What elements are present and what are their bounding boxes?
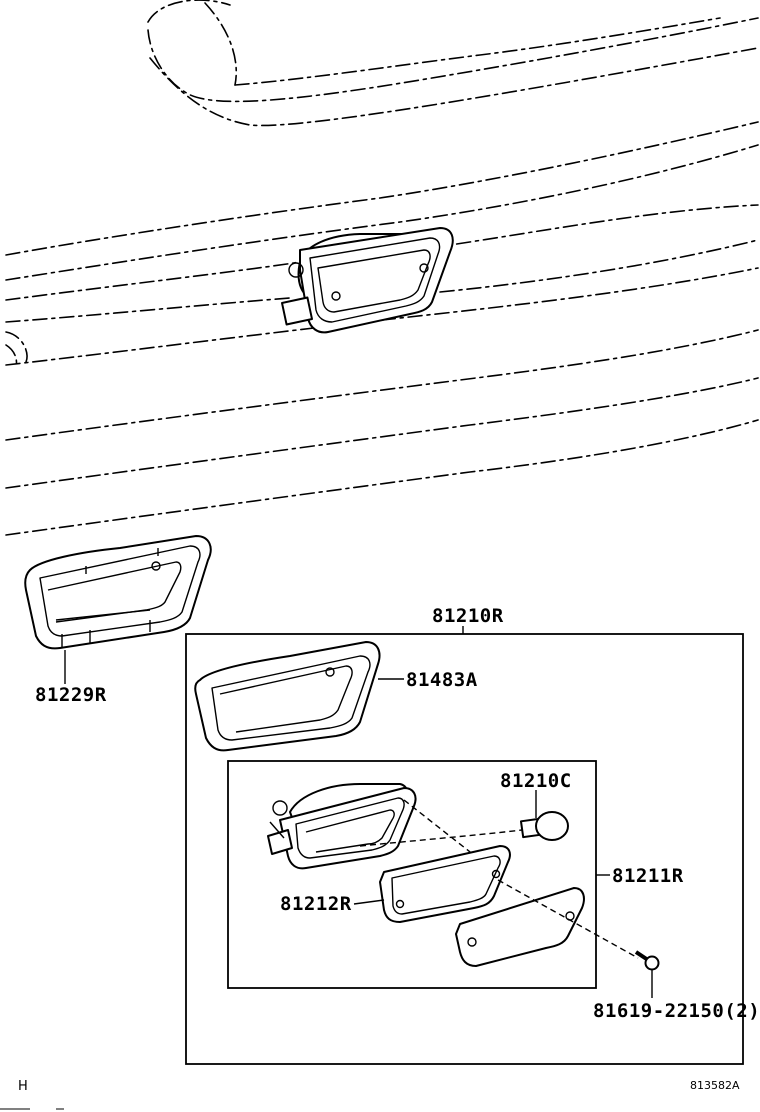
cover-81229R (24, 535, 212, 650)
lamp-housing (267, 783, 417, 870)
label-81211R: 81211R (612, 865, 684, 887)
label-81210R: 81210R (432, 605, 504, 627)
bulb-81210C (519, 811, 569, 841)
label-81619-22150: 81619-22150(2) (593, 1000, 760, 1022)
screw-81619-22150 (634, 950, 660, 971)
corner-letter: H (18, 1079, 28, 1094)
installed-license-lamp (280, 227, 454, 334)
label-81483A: 81483A (406, 669, 478, 691)
gasket-81483A (194, 641, 381, 752)
assembly-box-81210R (185, 633, 744, 1065)
screw-align-path (497, 879, 639, 959)
leader-81212R (353, 899, 385, 905)
label-81212R: 81212R (280, 893, 352, 915)
label-81229R: 81229R (35, 684, 107, 706)
vehicle-body-outline (5, 0, 759, 536)
label-81210C: 81210C (500, 770, 572, 792)
drawing-code: 813582A (690, 1079, 740, 1092)
inner-gasket-81212R (379, 845, 511, 923)
bulb-install-path (359, 829, 523, 847)
